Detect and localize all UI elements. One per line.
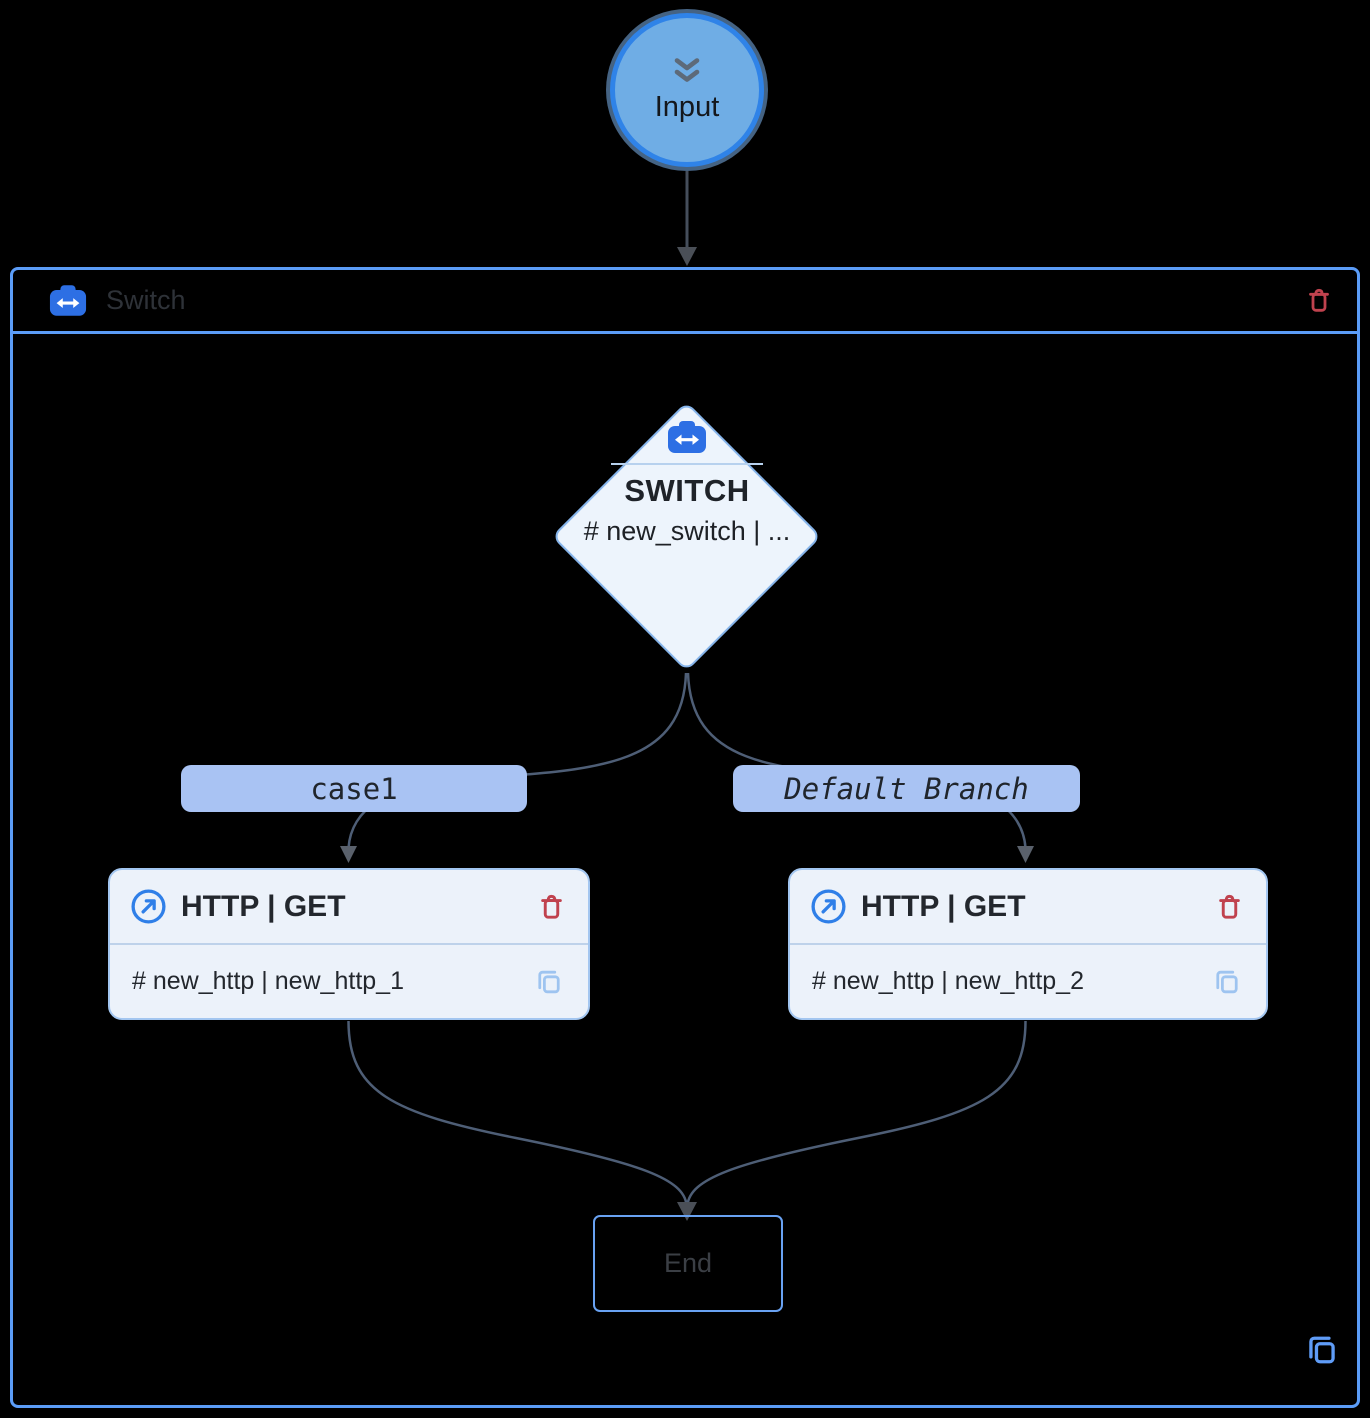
switch-group-title: Switch bbox=[106, 285, 186, 315]
copy-http-node-2-button[interactable] bbox=[1212, 966, 1242, 998]
trash-icon bbox=[1309, 288, 1329, 312]
copy-http-node-1-button[interactable] bbox=[534, 966, 564, 998]
delete-switch-group-button[interactable] bbox=[1307, 287, 1331, 314]
copy-switch-group-button[interactable] bbox=[1304, 1331, 1340, 1369]
double-chevron-down-icon bbox=[674, 57, 700, 82]
http-node-1-title: HTTP | GET bbox=[181, 889, 346, 923]
http-node-2-body: # new_http | new_http_2 bbox=[790, 945, 1266, 1018]
http-node-1[interactable]: HTTP | GET # new_http | new_http_1 bbox=[108, 868, 590, 1020]
end-node[interactable]: End bbox=[593, 1215, 783, 1312]
http-node-2-title: HTTP | GET bbox=[861, 889, 1026, 923]
input-node[interactable]: Input bbox=[610, 13, 764, 167]
switch-icon bbox=[49, 285, 87, 316]
http-node-2-subtitle: # new_http | new_http_2 bbox=[812, 967, 1084, 995]
trash-icon bbox=[541, 894, 562, 919]
copy-icon bbox=[1309, 1336, 1335, 1364]
arrow-up-right-circle-icon bbox=[811, 889, 846, 924]
input-node-label: Input bbox=[654, 90, 720, 123]
switch-group-container[interactable]: Switch bbox=[10, 267, 1360, 1408]
trash-icon bbox=[1219, 894, 1240, 919]
http-node-2[interactable]: HTTP | GET # new_http | new_http_2 bbox=[788, 868, 1268, 1020]
branch-label-default[interactable]: Default Branch bbox=[733, 765, 1080, 812]
http-node-1-body: # new_http | new_http_1 bbox=[110, 945, 588, 1018]
arrow-up-right-circle-icon bbox=[131, 889, 166, 924]
http-node-1-header[interactable]: HTTP | GET bbox=[110, 870, 588, 945]
branch-label-case1[interactable]: case1 bbox=[181, 765, 527, 812]
http-node-1-subtitle: # new_http | new_http_1 bbox=[132, 967, 404, 995]
copy-icon bbox=[1216, 970, 1238, 993]
delete-http-node-2-button[interactable] bbox=[1217, 893, 1242, 921]
switch-group-header[interactable]: Switch bbox=[13, 270, 1357, 334]
delete-http-node-1-button[interactable] bbox=[539, 893, 564, 921]
copy-icon bbox=[538, 970, 560, 993]
http-node-2-header[interactable]: HTTP | GET bbox=[790, 870, 1266, 945]
